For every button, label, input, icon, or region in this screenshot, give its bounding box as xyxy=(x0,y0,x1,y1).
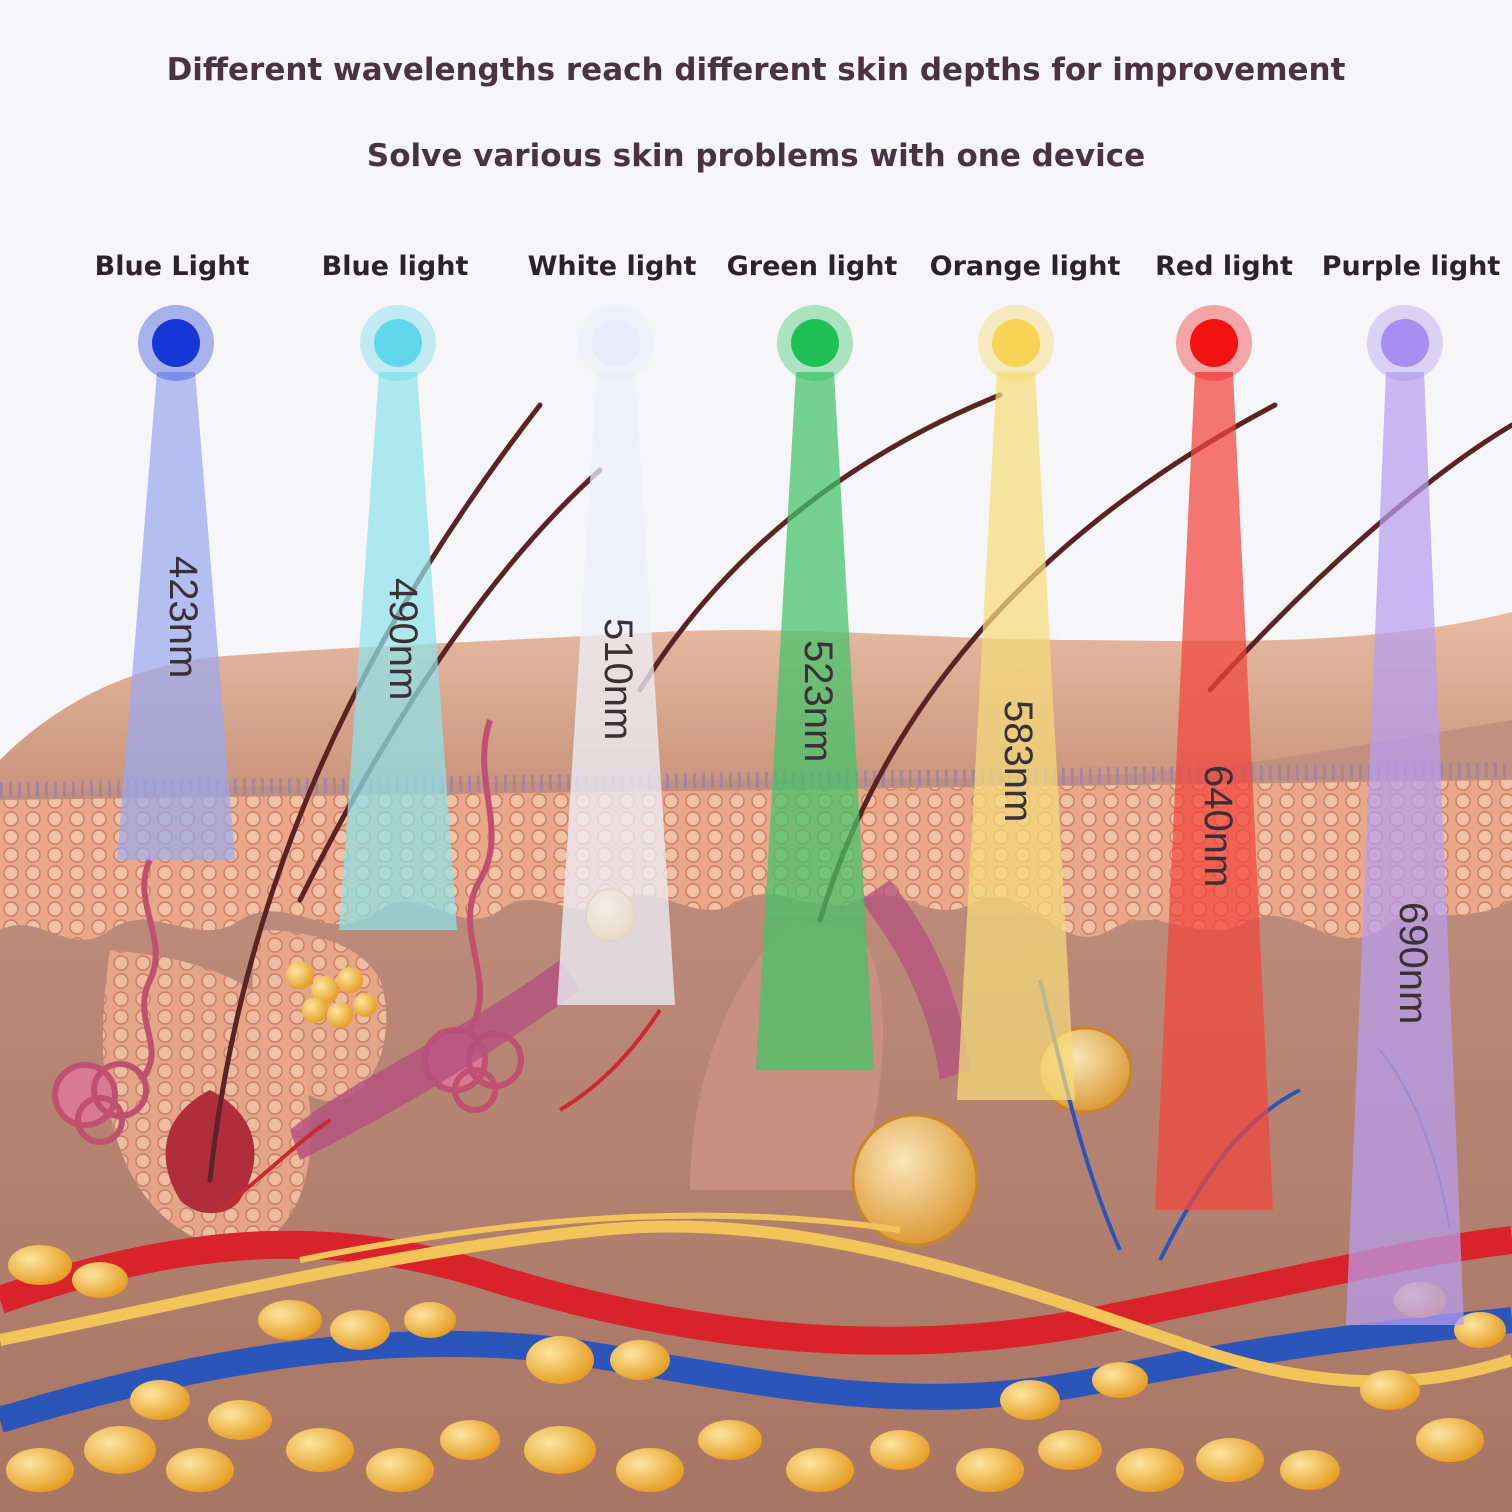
light-emitter xyxy=(1381,319,1429,367)
light-label: White light xyxy=(528,251,697,282)
light-emitter xyxy=(592,319,640,367)
light-beam xyxy=(339,372,457,930)
hair-follicle-left xyxy=(165,1090,255,1214)
light-label: Red light xyxy=(1155,251,1293,282)
page-subtitle: Solve various skin problems with one dev… xyxy=(366,138,1146,174)
fat-layer xyxy=(6,1245,1506,1492)
light-beam xyxy=(1155,372,1273,1210)
sweat-gland-left xyxy=(52,858,159,1145)
wavelength-label: 583nm xyxy=(996,700,1040,822)
artery xyxy=(0,1226,1512,1355)
light-label: Green light xyxy=(727,251,898,282)
light-labels: Blue Light Blue light White light Green … xyxy=(95,251,1501,282)
wavelength-label: 510nm xyxy=(596,618,640,740)
wavelength-label: 690nm xyxy=(1391,902,1435,1024)
light-beam xyxy=(1346,372,1464,1325)
light-beam xyxy=(756,372,874,1070)
vein xyxy=(0,1307,1512,1433)
wavelength-labels: 423nm 490nm 510nm 523nm 583nm 640nm 690n… xyxy=(161,556,1435,1024)
light-label: Purple light xyxy=(1322,251,1501,282)
light-beam xyxy=(117,372,235,860)
skin-block xyxy=(0,392,1512,1512)
wavelength-label: 640nm xyxy=(1196,765,1240,887)
light-emitter xyxy=(374,319,422,367)
light-emitter xyxy=(1190,319,1238,367)
light-label: Blue Light xyxy=(95,251,250,282)
sebaceous-cluster xyxy=(286,961,377,1028)
light-label: Blue light xyxy=(322,251,469,282)
wavelength-label: 490nm xyxy=(381,578,425,700)
nerve-bulb xyxy=(851,1113,979,1247)
light-emitter xyxy=(791,319,839,367)
light-beam xyxy=(557,372,675,1005)
arrector-muscle xyxy=(290,960,580,1160)
light-beam xyxy=(957,372,1075,1100)
light-label: Orange light xyxy=(930,251,1121,282)
wavelength-label: 423nm xyxy=(161,556,205,678)
light-emitter xyxy=(152,319,200,367)
page-title: Different wavelengths reach different sk… xyxy=(166,52,1346,88)
light-emitter xyxy=(992,319,1040,367)
nerve xyxy=(0,1220,1512,1388)
wavelength-label: 523nm xyxy=(796,640,840,762)
basal-membrane xyxy=(0,762,1512,798)
light-beams xyxy=(117,305,1464,1325)
